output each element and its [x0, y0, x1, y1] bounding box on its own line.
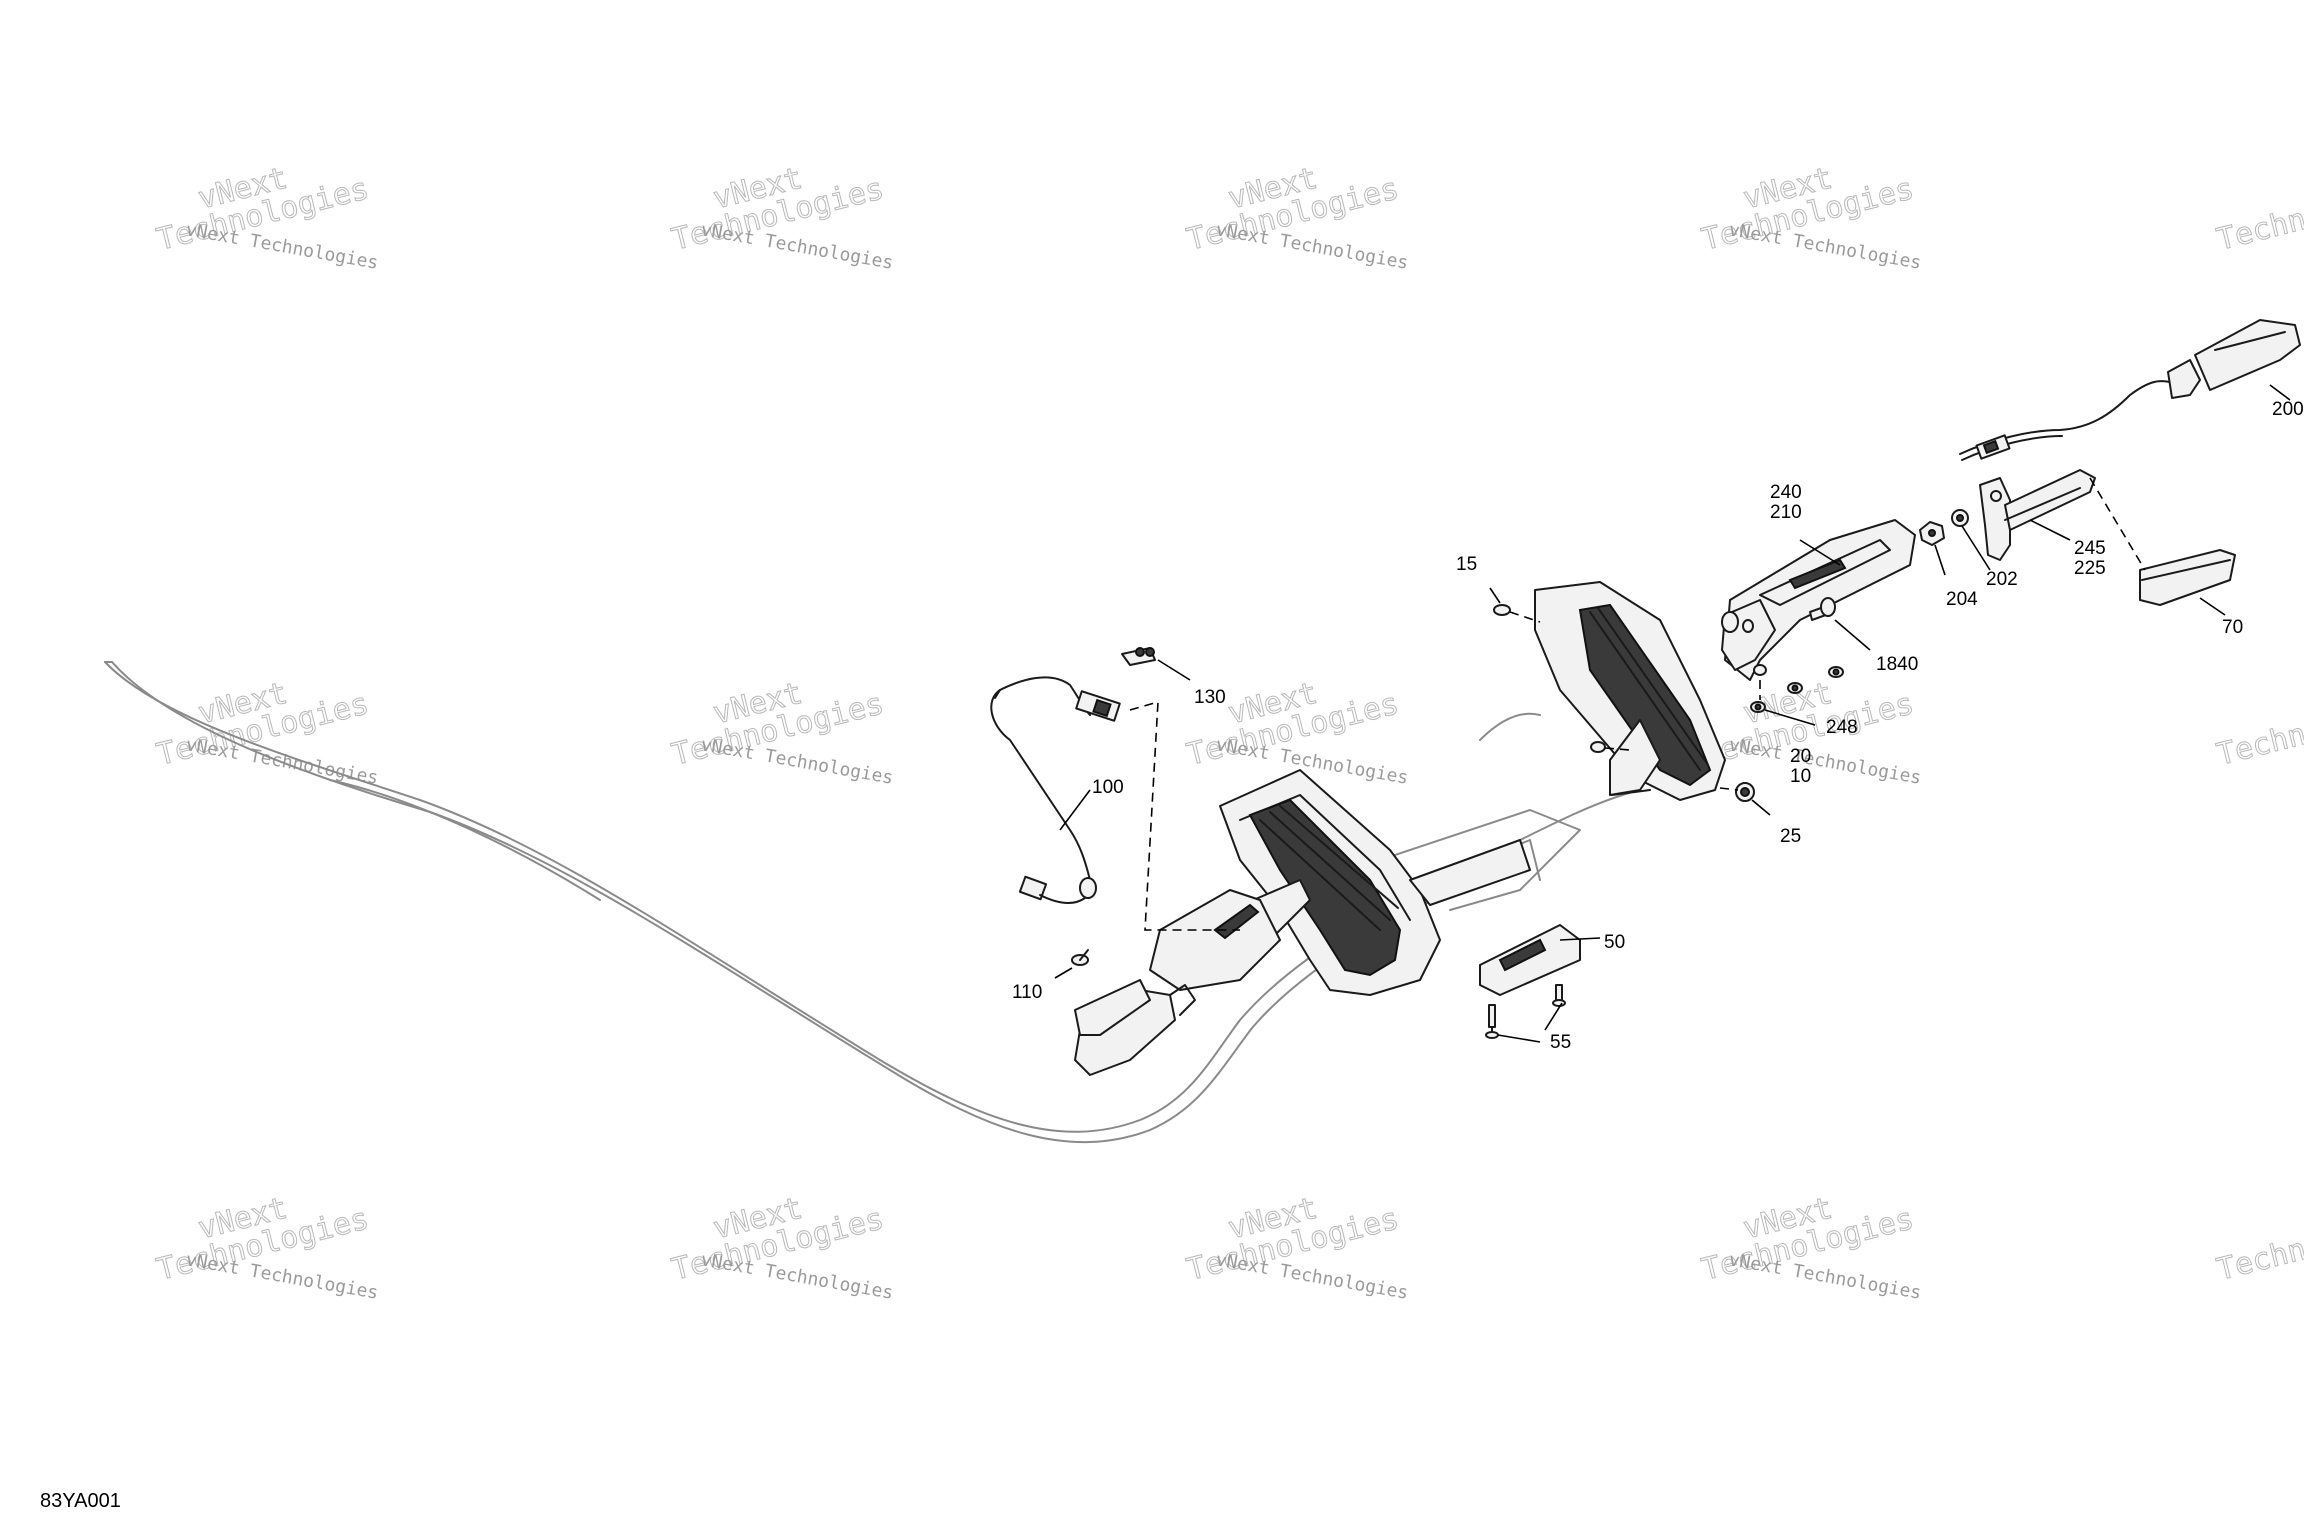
sensor-harness: [990, 676, 1121, 904]
callout-204: 204: [1946, 589, 1978, 610]
mount-bracket-245: [1979, 469, 2096, 561]
signal-lamp-200: [1959, 319, 2301, 461]
callout-130: 130: [1194, 687, 1226, 708]
watermark-layer: Technologies vNext vNext Technologies Te…: [153, 160, 2304, 1304]
watermark-text: Technologies: [2213, 686, 2304, 772]
callout-225: 225: [2074, 558, 2106, 579]
callout-70: 70: [2222, 617, 2243, 638]
screw-55: [1485, 984, 1566, 1043]
washer-202: [1951, 509, 1991, 571]
signal-lamp-70: [2089, 477, 2236, 616]
callout-200: 200: [2272, 399, 2304, 420]
callout-1840: 1840: [1876, 654, 1918, 675]
callout-20: 20: [1790, 746, 1811, 767]
callout-240: 240: [1770, 482, 1802, 503]
callout-55: 55: [1550, 1032, 1571, 1053]
callout-50: 50: [1604, 932, 1625, 953]
watermark-text: Technologies: [2213, 171, 2304, 257]
callout-10: 10: [1790, 766, 1811, 787]
callout-labels: 15 200 240 210 204 202 245 225 70 1840 2…: [1012, 399, 2304, 1053]
bolt-1840: [1809, 597, 1871, 651]
nuts-248: [1750, 664, 1844, 726]
callout-100: 100: [1092, 777, 1124, 798]
callout-110: 110: [1012, 982, 1042, 1003]
watermark-text: Technologies: [2213, 1201, 2304, 1287]
clip-130: [1121, 647, 1191, 681]
nut-204: [1919, 521, 1946, 576]
screw-15: [1489, 587, 1541, 623]
license-plate-light: [1479, 924, 1601, 996]
right-lens-housing: [1534, 581, 1726, 801]
screw-20-10: [1590, 741, 1631, 753]
figure-id: 83YA001: [40, 1490, 121, 1512]
screw-110: [1054, 949, 1089, 979]
callout-25: 25: [1780, 826, 1801, 847]
callout-245: 245: [2074, 538, 2106, 559]
callout-248: 248: [1826, 717, 1858, 738]
callout-210: 210: [1770, 502, 1802, 523]
callout-15: 15: [1456, 554, 1477, 575]
reflector-housing: [1721, 519, 1916, 681]
callout-202: 202: [1986, 569, 2018, 590]
tail-light-assembly: [1074, 769, 1581, 1076]
screw-25: [1719, 782, 1771, 816]
clip-dashed-path: [1129, 700, 1240, 931]
